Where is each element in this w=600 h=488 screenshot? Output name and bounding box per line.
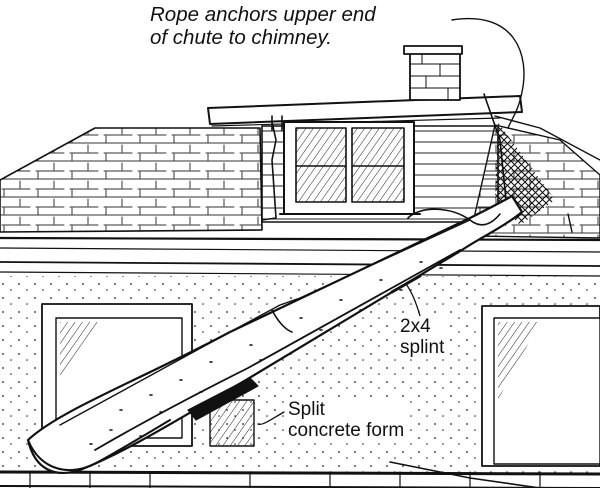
chute bbox=[26, 194, 524, 474]
rope-annotation-line-2: of chute to chimney. bbox=[150, 26, 382, 50]
form-annotation: Split concrete form bbox=[286, 399, 407, 442]
downspout bbox=[271, 115, 283, 131]
splint-leader bbox=[405, 283, 421, 317]
splint bbox=[187, 377, 259, 421]
upper-roof bbox=[0, 115, 600, 239]
splint-annotation-line-2: splint bbox=[400, 337, 445, 359]
rope-leader bbox=[451, 17, 525, 129]
form-annotation-line-1: Split bbox=[288, 399, 325, 420]
splint-annotation-line-1: 2x4 bbox=[400, 316, 431, 337]
lower-window-right bbox=[481, 305, 600, 467]
chimney bbox=[403, 45, 463, 101]
splint-annotation: 2x4 splint bbox=[398, 316, 447, 359]
rope-annotation: Rope anchors upper end of chute to chimn… bbox=[150, 3, 382, 50]
form-leader bbox=[257, 411, 285, 426]
rope-annotation-line-1: Rope anchors upper end bbox=[150, 3, 382, 27]
dormer bbox=[207, 95, 523, 223]
rope bbox=[483, 93, 507, 201]
form-annotation-line-2: concrete form bbox=[288, 420, 405, 442]
